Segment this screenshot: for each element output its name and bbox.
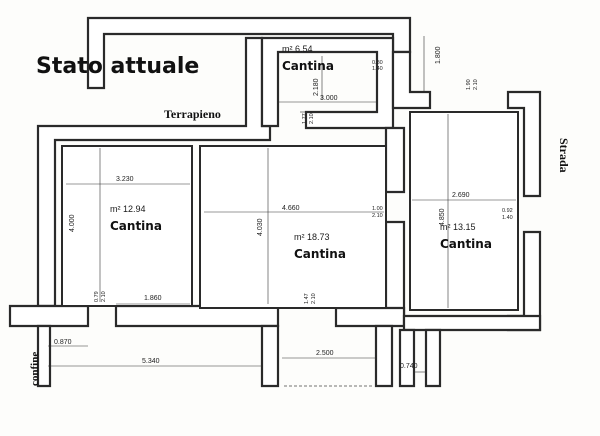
wall-right-top bbox=[506, 90, 542, 198]
wall-bottom-left bbox=[8, 304, 90, 328]
wall-middle-lower bbox=[384, 220, 406, 320]
room-right bbox=[409, 111, 519, 311]
room-small-area: m² 6.54 bbox=[282, 44, 313, 54]
dim-4030: 4.030 bbox=[257, 218, 264, 236]
room-center-area: m² 18.73 bbox=[294, 232, 330, 242]
dim-4850: 4.850 bbox=[439, 208, 446, 226]
room-left-area: m² 12.94 bbox=[110, 204, 146, 214]
wall-stub-3 bbox=[398, 328, 416, 388]
room-left bbox=[61, 145, 193, 307]
dim-0870: 0.870 bbox=[54, 339, 72, 346]
opening-7-b: 2.10 bbox=[311, 293, 317, 304]
dim-3000: 3.000 bbox=[320, 95, 338, 102]
walls bbox=[8, 16, 542, 388]
dim-2180: 2.180 bbox=[313, 78, 320, 96]
room-small-name: Cantina bbox=[282, 59, 334, 73]
opening-1-b: 1.40 bbox=[372, 66, 383, 72]
dim-4000: 4.000 bbox=[69, 214, 76, 232]
dim-3230: 3.230 bbox=[116, 176, 134, 183]
label-strada: Strada bbox=[557, 138, 571, 173]
wall-stub-2 bbox=[374, 324, 394, 388]
wall-right-upper bbox=[391, 50, 432, 110]
room-left-name: Cantina bbox=[110, 219, 162, 233]
rooms bbox=[61, 111, 519, 311]
wall-bottom-far bbox=[402, 314, 542, 332]
dim-4660: 4.660 bbox=[282, 205, 300, 212]
wall-middle bbox=[384, 126, 406, 194]
opening-3-b: 2.10 bbox=[473, 79, 479, 90]
opening-3-a: 1.90 bbox=[466, 79, 472, 90]
room-center bbox=[199, 145, 387, 309]
page-title: Stato attuale bbox=[36, 54, 199, 79]
dim-1860: 1.860 bbox=[144, 295, 162, 302]
dim-2690: 2.690 bbox=[452, 192, 470, 199]
opening-5-a: 0.92 bbox=[502, 208, 513, 214]
dim-2500: 2.500 bbox=[316, 350, 334, 357]
wall-top bbox=[86, 16, 412, 90]
opening-7-a: 1.47 bbox=[304, 293, 310, 304]
label-confine: confine bbox=[29, 352, 41, 386]
opening-2-a: 1.77 bbox=[302, 113, 308, 124]
dim-1800: 1.800 bbox=[435, 46, 442, 64]
opening-4-a: 1.00 bbox=[372, 206, 383, 212]
wall-stub-1 bbox=[260, 324, 280, 388]
room-center-name: Cantina bbox=[294, 247, 346, 261]
opening-6-a: 0.79 bbox=[94, 291, 100, 302]
room-right-name: Cantina bbox=[440, 237, 492, 251]
wall-stub-4 bbox=[424, 328, 442, 388]
opening-1-a: 0.80 bbox=[372, 60, 383, 66]
dim-0740: 0.740 bbox=[400, 363, 418, 370]
wall-stub-5 bbox=[36, 324, 52, 388]
opening-6-b: 2.10 bbox=[101, 291, 107, 302]
opening-4-b: 2.10 bbox=[372, 213, 383, 219]
dimension-lines bbox=[48, 36, 516, 387]
dim-5340: 5.340 bbox=[142, 358, 160, 365]
opening-2-b: 2.10 bbox=[309, 113, 315, 124]
opening-5-b: 1.40 bbox=[502, 215, 513, 221]
room-right-area: m² 13.15 bbox=[440, 222, 476, 232]
wall-bottom-right bbox=[334, 306, 406, 328]
label-terrapieno: Terrapieno bbox=[164, 107, 221, 121]
